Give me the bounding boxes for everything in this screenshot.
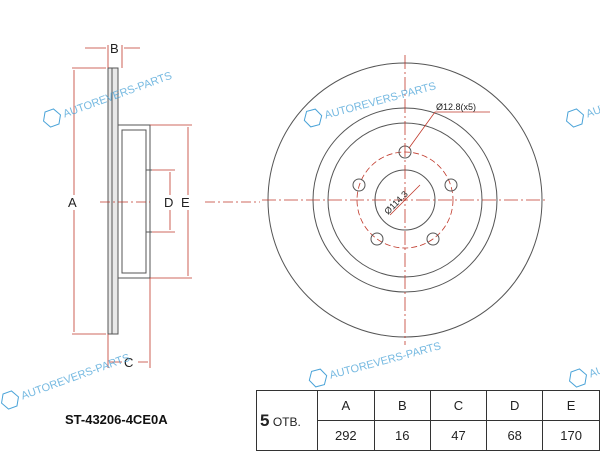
logo-icon: [569, 368, 587, 388]
svg-text:AUTOREVERS-PARTS: AUTOREVERS-PARTS: [588, 330, 600, 381]
bolt-hole: [444, 178, 458, 192]
dimensions-table: 5 ОТВ. A B C D E 292 16 47 68 170: [256, 390, 600, 451]
dim-a-label: A: [68, 195, 77, 210]
watermark: AUTOREVERS-PARTS: [566, 70, 600, 128]
logo-icon: [308, 368, 328, 388]
watermark: AUTOREVERS-PARTS: [569, 330, 600, 388]
bolt-holes: [352, 145, 458, 246]
svg-text:AUTOREVERS-PARTS: AUTOREVERS-PARTS: [585, 70, 600, 121]
value-d: 68: [486, 420, 544, 451]
holes-count-cell: 5 ОТВ.: [256, 390, 318, 451]
watermark: AUTOREVERS-PARTS: [1, 352, 132, 410]
svg-text:AUTOREVERS-PARTS: AUTOREVERS-PARTS: [328, 340, 442, 381]
bolt-hole: [352, 178, 366, 192]
dim-c-label: C: [124, 355, 133, 370]
logo-icon: [1, 390, 19, 410]
value-c: 47: [429, 420, 488, 451]
header-e: E: [542, 390, 600, 421]
value-b: 16: [373, 420, 431, 451]
watermark: AUTOREVERS-PARTS: [308, 340, 442, 388]
value-a: 292: [316, 420, 375, 451]
pcd-label: Ø114.3: [382, 189, 409, 216]
value-e: 170: [542, 420, 600, 451]
watermark: AUTOREVERS-PARTS: [303, 80, 437, 128]
side-view: B A D E C: [68, 41, 260, 370]
dim-e-label: E: [181, 195, 190, 210]
svg-text:AUTOREVERS-PARTS: AUTOREVERS-PARTS: [323, 80, 437, 121]
svg-text:AUTOREVERS-PARTS: AUTOREVERS-PARTS: [20, 352, 132, 403]
dim-d-label: D: [164, 195, 173, 210]
watermark: AUTOREVERS-PARTS: [43, 70, 174, 128]
table-header-row: 5 ОТВ. A B C D E: [256, 390, 600, 451]
dim-b-label: B: [110, 41, 119, 56]
part-number: ST-43206-4CE0A: [65, 412, 168, 427]
header-b: B: [373, 390, 431, 421]
header-c: C: [429, 390, 488, 421]
header-d: D: [486, 390, 544, 421]
watermarks: AUTOREVERS-PARTS AUTOREVERS-PARTS AUTORE…: [1, 70, 600, 410]
bolt-hole-label: Ø12.8(x5): [436, 102, 476, 112]
logo-icon: [303, 108, 323, 128]
logo-icon: [566, 108, 584, 128]
logo-icon: [43, 108, 61, 128]
bolt-hole: [370, 232, 384, 246]
bolt-hole: [426, 232, 440, 246]
table-values-row: 292 16 47 68 170: [257, 420, 600, 451]
header-a: A: [316, 390, 375, 421]
